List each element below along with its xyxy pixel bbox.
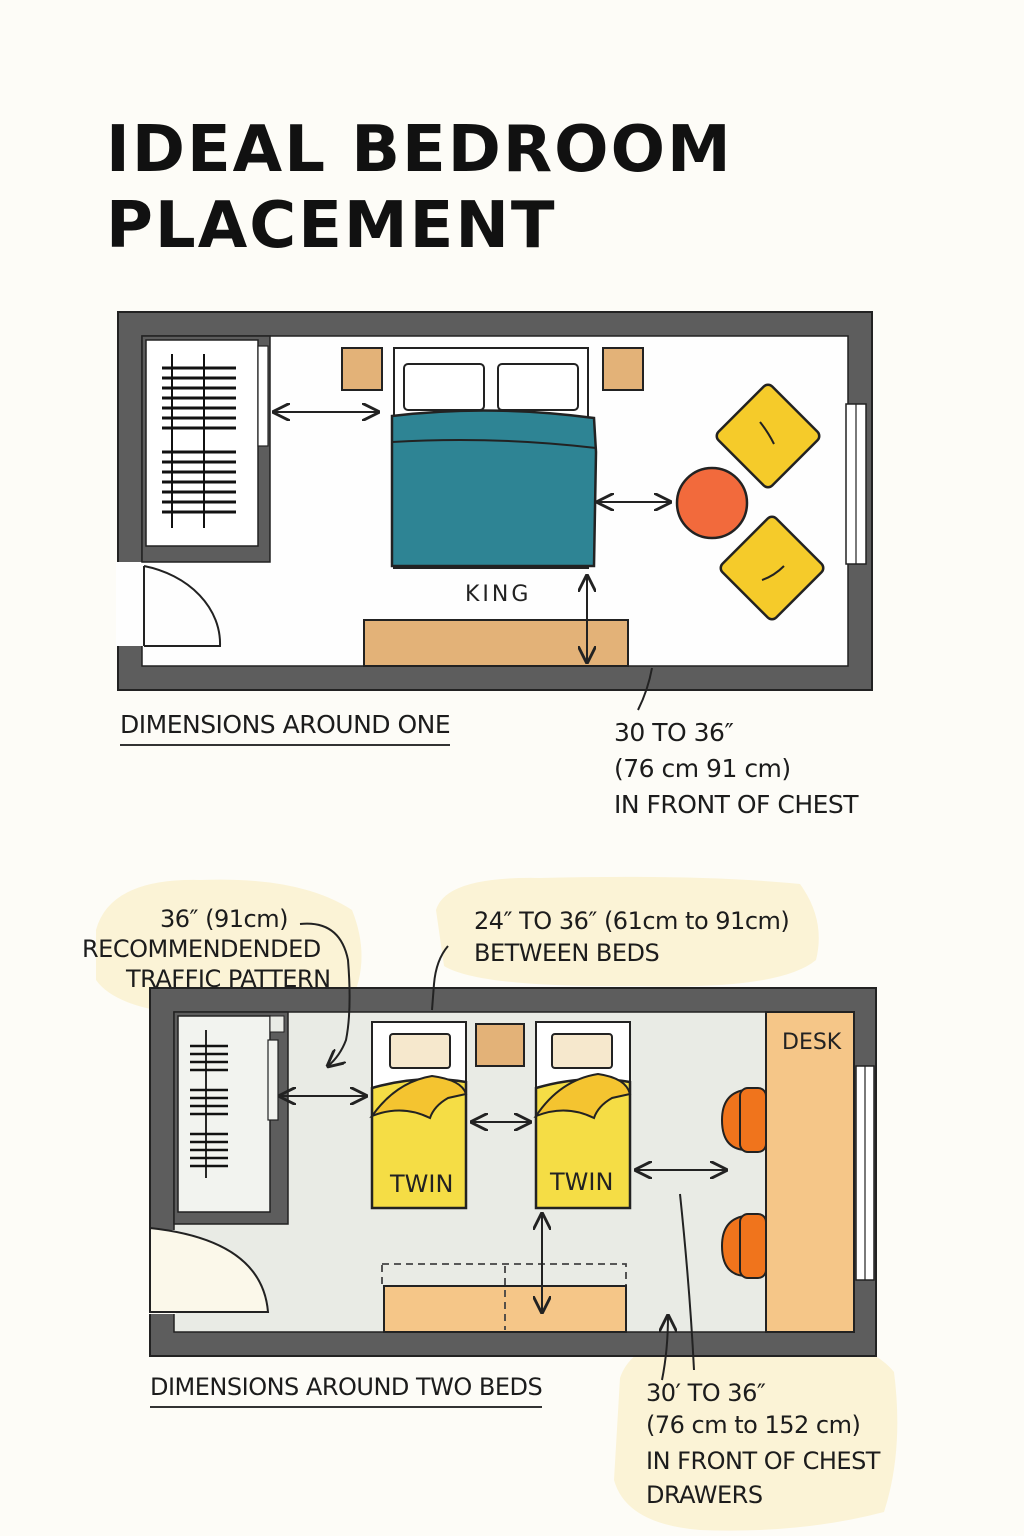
plan-one-chest — [363, 619, 629, 667]
plan-one-closet-hangers — [162, 354, 236, 528]
traffic-note-line-3: TRAFFIC PATTERN — [126, 965, 331, 993]
king-bed-label: KING — [465, 582, 532, 607]
traffic-note-line-2: RECOMMENDENDED — [82, 935, 321, 963]
plan-one-door — [143, 565, 222, 647]
plan-one-nightstand-right — [602, 347, 644, 391]
plan-two-desk-chair-bottom — [720, 1213, 767, 1279]
plan-one-side-table — [675, 466, 749, 540]
plan-one-caption: DIMENSIONS AROUND ONE — [120, 708, 451, 746]
between-note-bubble — [436, 876, 819, 987]
plan-two-nightstand — [475, 1023, 525, 1067]
plan-two-pillow-right — [551, 1033, 613, 1069]
plan-two-door — [149, 1226, 270, 1313]
plan-two — [96, 876, 898, 1531]
title-line-1: IDEAL BEDROOM — [106, 113, 733, 187]
plan-one-note-line-2: (76 cm 91 cm) — [614, 754, 791, 783]
plan-one-leader — [637, 667, 653, 711]
plan-one-chair-top — [715, 383, 821, 489]
plan-two-pillow-left — [389, 1033, 451, 1069]
between-note-line-1: 24″ TO 36″ (61cm to 91cm) — [474, 907, 790, 935]
plan-two-desk-chair-top — [720, 1087, 767, 1153]
chest-note-leader-2 — [662, 1316, 668, 1381]
between-note-line-2: BETWEEN BEDS — [474, 939, 660, 967]
plan-two-closet-hangers — [190, 1030, 228, 1178]
twin-bed-left-label: TWIN — [390, 1170, 454, 1198]
chest-note-line-4: DRAWERS — [646, 1481, 763, 1509]
plan-one-note-line-3: IN FRONT OF CHEST — [614, 790, 859, 819]
plan-two-caption: DIMENSIONS AROUND TWO BEDS — [150, 1370, 543, 1408]
page-title: IDEAL BEDROOM PLACEMENT — [106, 112, 733, 264]
plan-one-nightstand-left — [341, 347, 383, 391]
plan-one-closet — [145, 339, 259, 547]
chest-note-line-1: 30′ TO 36″ — [646, 1379, 766, 1407]
traffic-note-leader — [299, 922, 351, 1066]
traffic-note-line-1: 36″ (91cm) — [160, 905, 288, 933]
title-line-2: PLACEMENT — [106, 189, 557, 263]
desk-label: DESK — [782, 1030, 842, 1055]
chest-note-line-2: (76 cm to 152 cm) — [646, 1411, 861, 1439]
between-note-leader — [431, 945, 449, 1011]
traffic-note-bubble — [96, 879, 362, 1017]
chest-note-leader-1 — [679, 1193, 695, 1371]
plan-one-king-bed — [390, 409, 598, 568]
plan-one — [116, 311, 873, 711]
plan-one-note-line-1: 30 TO 36″ — [614, 718, 734, 747]
chest-note-line-3: IN FRONT OF CHEST — [646, 1447, 880, 1475]
twin-bed-right-label: TWIN — [550, 1168, 614, 1196]
plan-one-chair-bottom — [719, 515, 825, 621]
plan-one-pillow-right — [497, 363, 579, 411]
chest-note-bubble — [614, 1331, 898, 1531]
plan-two-desk — [765, 1011, 855, 1333]
plan-one-pillow-left — [403, 363, 485, 411]
